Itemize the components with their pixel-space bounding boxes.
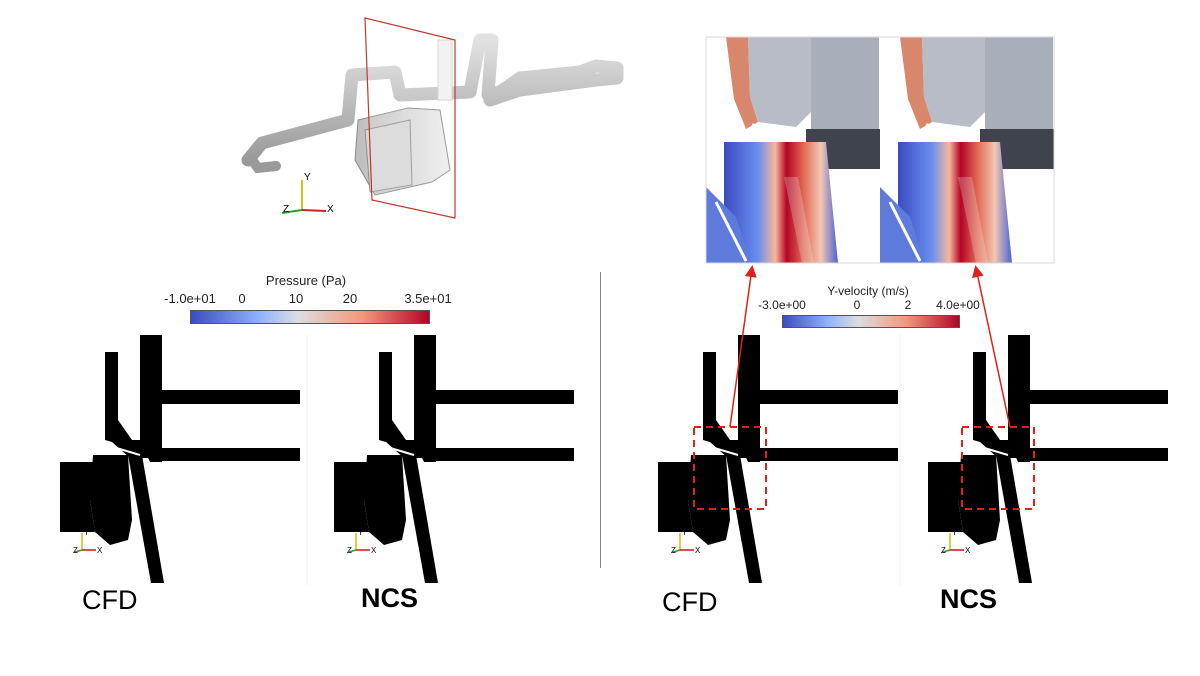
label-velocity-ncs: NCS [940, 584, 998, 614]
pressure-colorbar-title: Pressure (Pa) [265, 273, 347, 288]
zoom-arrow-cfd [729, 265, 757, 428]
axis-label-x-p1: X [97, 546, 103, 555]
axis-label-y-v1: Y [682, 528, 688, 537]
velocity-colorbar [782, 315, 960, 328]
axes-triad-top [281, 180, 327, 214]
zoom-arrow-ncs [972, 265, 1011, 428]
axis-label-z: Z [283, 204, 290, 215]
velocity-tick-0: -3.0e+00 [758, 298, 806, 312]
axes-triad-pressure-ncs [348, 533, 370, 553]
axis-label-z-v1: Z [671, 546, 676, 555]
velocity-colorbar-title: Y-velocity (m/s) [827, 284, 909, 298]
pressure-tick-4: 3.5e+01 [404, 291, 452, 306]
axis-label-y-p1: Y [84, 528, 90, 537]
velocity-tick-1: 0 [853, 298, 861, 312]
axis-label-y-p2: Y [358, 528, 364, 537]
velocity-tick-2: 2 [904, 298, 912, 312]
axis-label-z-p1: Z [73, 546, 78, 555]
label-velocity-cfd: CFD [662, 587, 718, 617]
axis-label-y: Y [304, 172, 311, 183]
axes-triad-velocity-ncs [942, 533, 964, 553]
axis-label-x-p2: X [371, 546, 377, 555]
pressure-tick-2: 10 [288, 291, 304, 306]
axes-triad-pressure-cfd [74, 533, 96, 553]
axes-triad-velocity-cfd [672, 533, 694, 553]
slice-plane [364, 17, 456, 219]
axis-label-z-p2: Z [347, 546, 352, 555]
axis-label-x-v2: X [965, 546, 971, 555]
zoom-box-ncs [961, 426, 1035, 510]
axis-label-x-v1: X [695, 546, 701, 555]
label-pressure-ncs: NCS [361, 583, 419, 613]
axis-label-x: X [327, 204, 334, 215]
axis-label-y-v2: Y [952, 528, 958, 537]
pressure-colorbar [190, 310, 430, 324]
axis-label-z-v2: Z [941, 546, 946, 555]
pressure-tick-3: 20 [342, 291, 358, 306]
velocity-tick-3: 4.0e+00 [936, 298, 980, 312]
pressure-tick-0: -1.0e+01 [164, 291, 216, 306]
pressure-tick-1: 0 [238, 291, 246, 306]
label-pressure-cfd: CFD [82, 585, 138, 615]
section-divider [600, 272, 601, 568]
